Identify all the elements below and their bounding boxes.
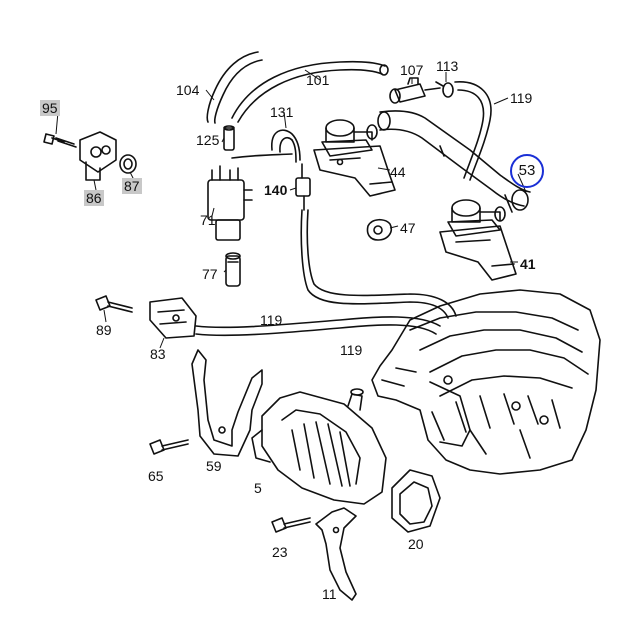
hose-119-top [454,81,492,181]
leader-lines [55,69,527,349]
callout-140: 140 [264,182,288,198]
callout-53: 53 [510,154,544,188]
intake-manifold [371,289,601,475]
tube-125 [223,125,235,151]
bracket-83 [149,297,197,339]
callout-44: 44 [390,164,406,180]
callout-65: 65 [148,468,164,484]
callout-104: 104 [176,82,200,98]
callout-119-top: 119 [510,90,533,106]
hose-131 [231,129,301,163]
callout-95: 95 [40,100,60,116]
air-pipe [377,110,531,213]
callout-47: 47 [400,220,416,236]
callout-119-mid: 119 [260,312,283,328]
bracket-86 [79,131,117,181]
connector-107 [389,77,441,104]
bracket-59 [191,349,263,457]
hose-119-bottom [195,316,441,337]
callout-59: 59 [206,458,222,474]
bolt-23 [271,517,311,533]
ring-87 [119,154,137,174]
callout-11: 11 [322,586,337,602]
callout-125: 125 [196,132,220,148]
callout-131: 131 [270,104,294,120]
callout-86: 86 [84,190,104,206]
callout-20: 20 [408,536,424,552]
callout-83: 83 [150,346,166,362]
hose-104 [206,51,263,124]
valve-44 [313,119,396,197]
valve-41 [439,199,517,281]
air-pump-5 [251,388,387,505]
plug-77 [225,252,241,287]
callout-87: 87 [122,178,142,194]
callout-77: 77 [202,266,218,282]
callout-71: 71 [200,212,216,228]
hose-101 [231,60,389,123]
callout-101: 101 [306,72,330,88]
callout-5: 5 [254,480,262,496]
bolt-95 [43,133,77,148]
callout-89: 89 [96,322,112,338]
bolt-65 [149,439,189,455]
callout-119-bottom: 119 [340,342,363,358]
valve-71 [207,165,253,241]
fitting-140 [295,163,311,211]
callout-113: 113 [436,58,459,74]
callout-23: 23 [272,544,288,560]
clamp-113 [435,81,454,98]
hose-119-mid [300,209,457,319]
pulley-20 [391,469,441,533]
bracket-11 [315,507,357,601]
bolt-89 [95,295,133,313]
callout-41: 41 [520,256,536,272]
gasket-47 [366,218,393,241]
callout-107: 107 [400,62,424,78]
